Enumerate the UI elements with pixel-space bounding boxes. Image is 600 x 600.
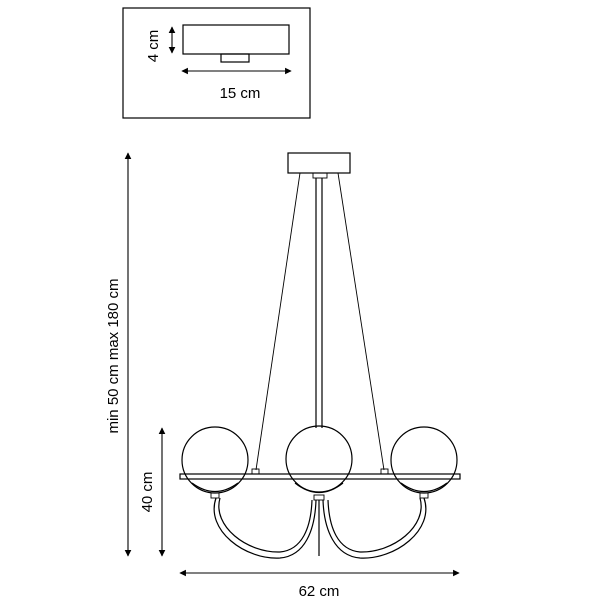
canopy-height-label: 4 cm: [145, 30, 162, 63]
width-label: 62 cm: [299, 583, 340, 600]
lamp-holder-right: [400, 482, 448, 493]
glass-globe-right: [390, 426, 458, 494]
canopy-width-label: 15 cm: [220, 85, 261, 102]
holder-base-center: [313, 494, 325, 501]
ceiling-canopy: [287, 152, 351, 174]
curved-arm-right-outer: [322, 497, 427, 559]
holder-base-left: [210, 492, 220, 499]
suspension-height-label: min 50 cm max 180 cm: [105, 278, 122, 433]
lamp-holder-center: [294, 482, 344, 494]
lamp-holder-left: [191, 482, 239, 493]
suspension-wire-right: [337, 172, 385, 471]
curved-arm-right-inner: [327, 497, 422, 553]
dimension-annotations: min 50 cm max 180 cm 40 cm 62 cm: [105, 152, 460, 600]
glass-globe-left: [181, 426, 249, 494]
wire-clip-right: [380, 468, 389, 475]
chandelier-elevation: [179, 152, 461, 559]
canopy-detail-frame: [122, 7, 311, 119]
horizontal-frame-bar: [179, 473, 461, 480]
body-height-label: 40 cm: [139, 472, 156, 513]
holder-base-right: [419, 492, 429, 499]
curved-arm-left-outer: [213, 497, 317, 559]
canopy-detail-panel: 4 cm 15 cm: [122, 7, 311, 119]
suspension-wire-left: [255, 172, 301, 471]
curved-arm-left-inner: [218, 497, 313, 553]
wire-clip-left: [251, 468, 260, 475]
glass-globe-center: [285, 425, 353, 493]
canopy-body: [182, 24, 290, 55]
canopy-cup: [312, 172, 328, 179]
canopy-mount-stub: [220, 53, 250, 63]
